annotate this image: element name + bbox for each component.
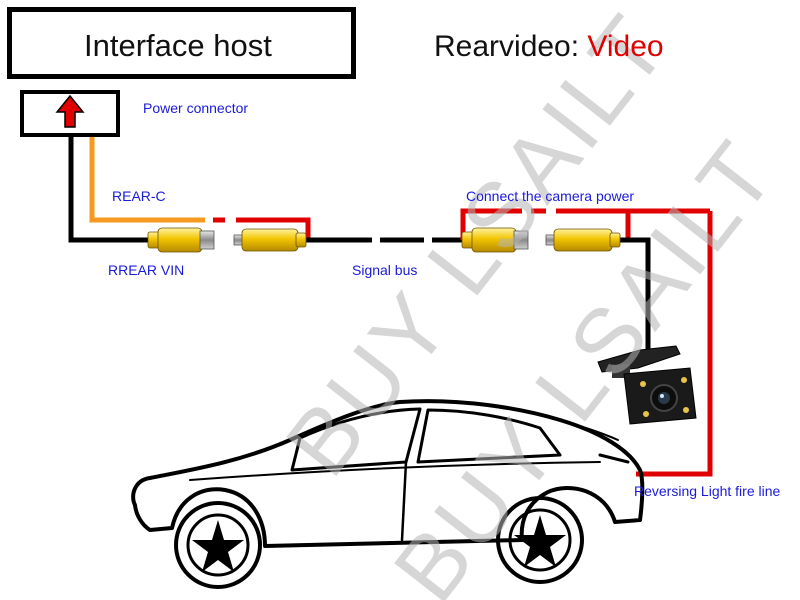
rrear-vin-label: RREAR VIN — [108, 262, 185, 278]
car-wheel-rear — [496, 496, 584, 584]
interface-host-box — [7, 7, 356, 79]
rca-female-right — [461, 227, 529, 253]
rearvideo-highlight: Video — [587, 30, 664, 63]
rca-female-left — [147, 227, 215, 253]
red-wire-host-side — [236, 217, 311, 240]
wiring — [68, 137, 713, 477]
car-outline — [131, 399, 645, 548]
power-connector-label: Power connector — [143, 100, 249, 116]
rear-camera — [597, 345, 697, 425]
rear-c-label: REAR-C — [112, 188, 166, 204]
black-wire-camera — [620, 237, 651, 355]
rearvideo-title: Rearvideo: Video — [434, 30, 664, 64]
rearvideo-prefix: Rearvideo: — [434, 30, 588, 63]
rca-male-right — [545, 228, 621, 252]
reversing-light-label: Reversing Light fire line — [634, 483, 781, 499]
red-reversing-light-line — [636, 211, 713, 477]
camera-power-label: Connect the camera power — [466, 188, 635, 204]
black-wire-host — [68, 137, 152, 243]
red-wire-camera-side — [460, 208, 522, 240]
power-connector-box — [20, 90, 120, 137]
signal-bus-label: Signal bus — [352, 262, 418, 278]
interface-host-title: Interface host — [84, 28, 272, 63]
up-arrow-icon — [55, 94, 85, 128]
orange-wire-rear-c — [89, 137, 205, 223]
car-wheel-front — [174, 501, 262, 589]
rca-male-left — [233, 228, 307, 252]
